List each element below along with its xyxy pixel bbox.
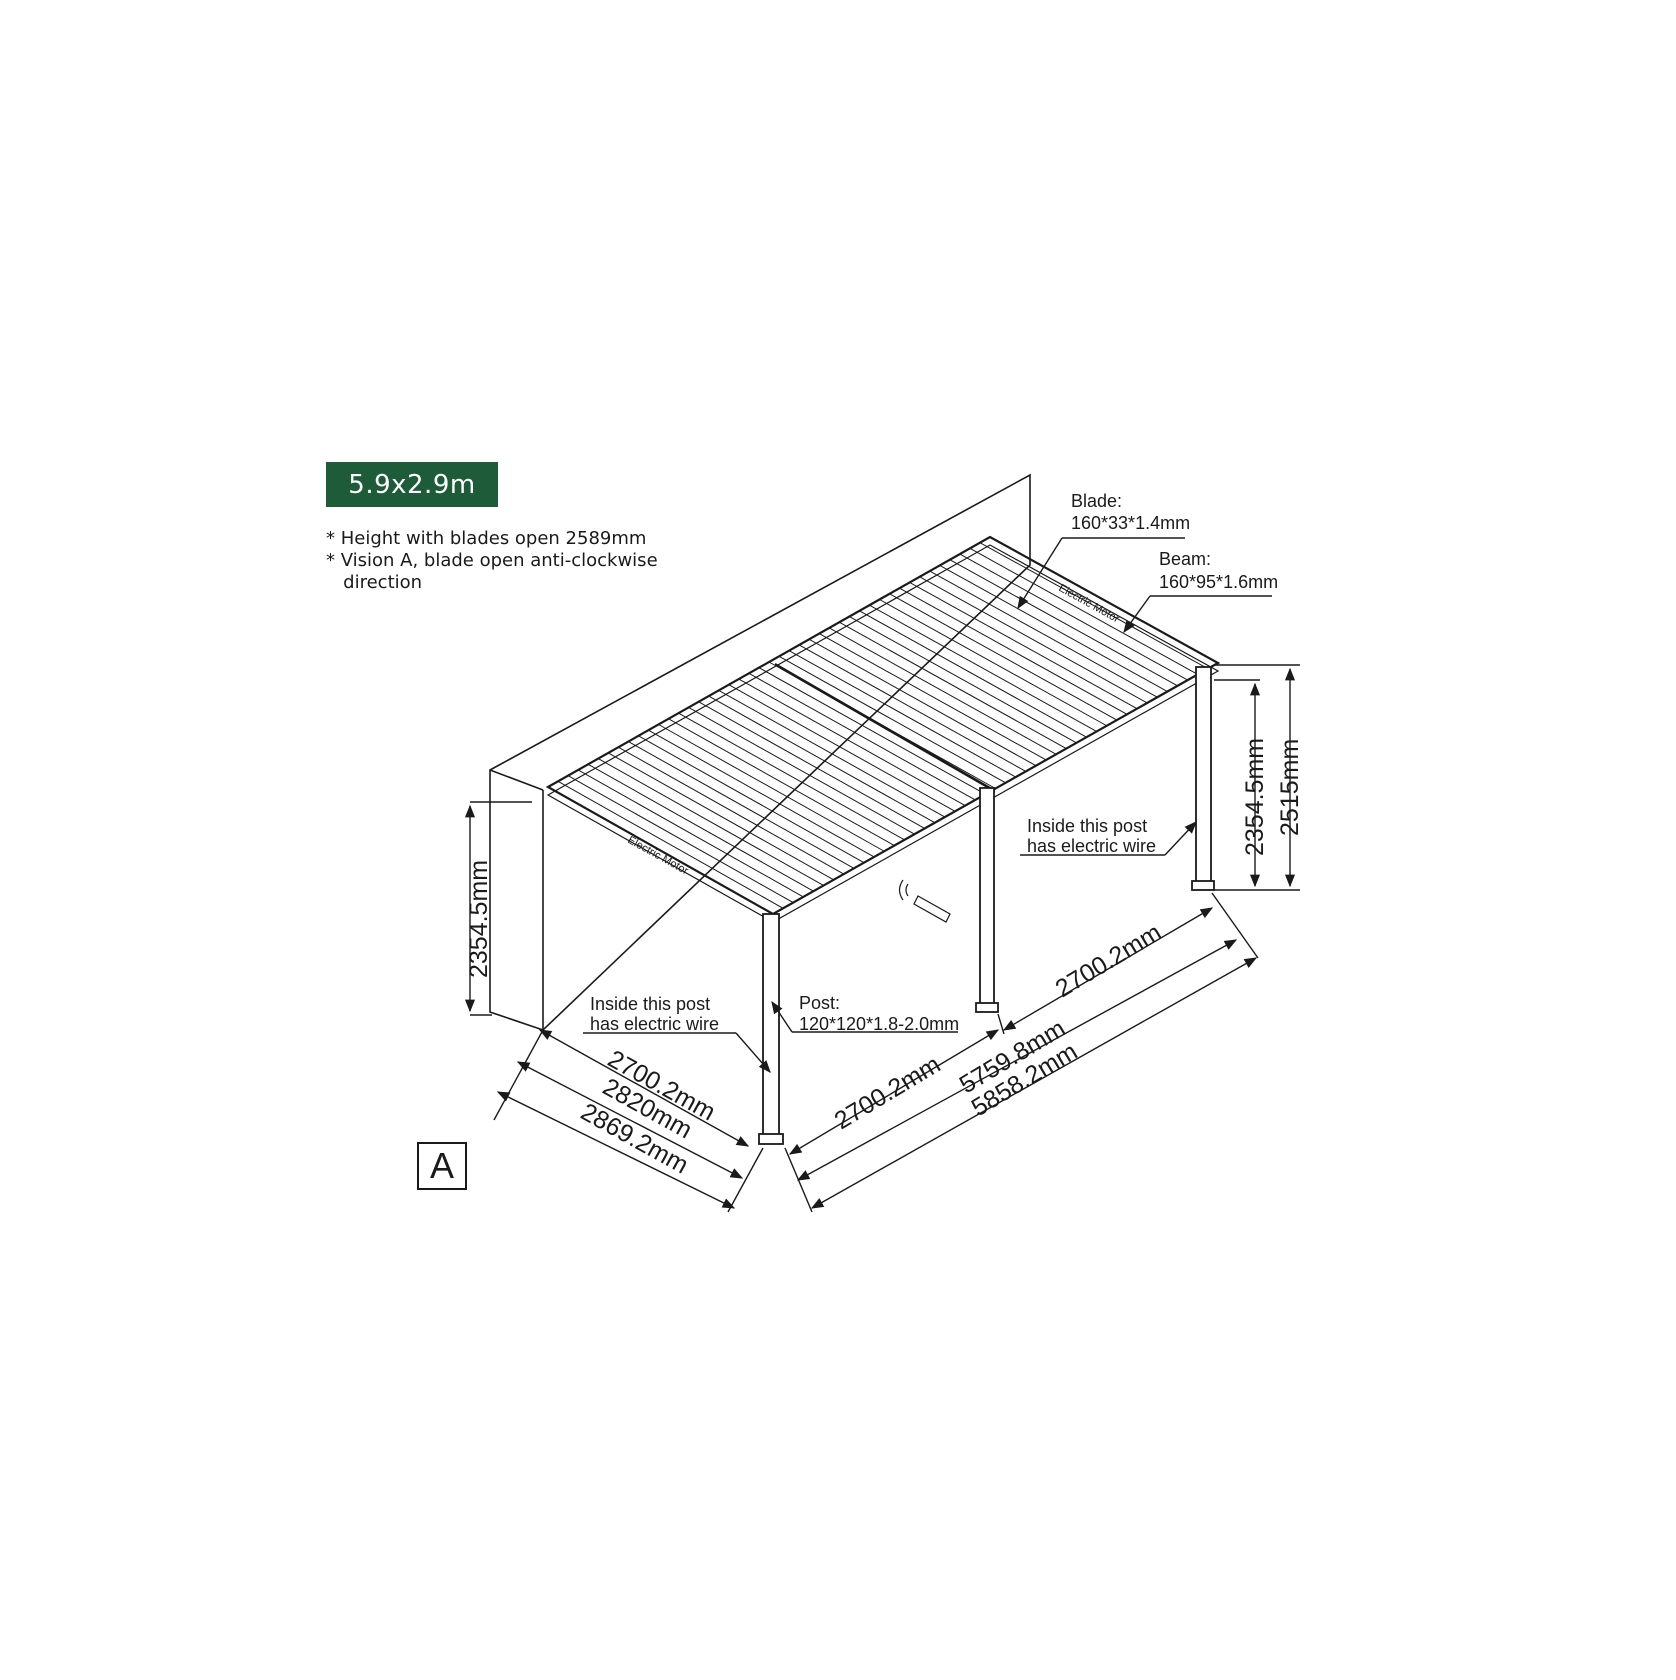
- note-line-1: * Height with blades open 2589mm: [326, 528, 647, 549]
- wire-back-line-1: Inside this post: [1027, 816, 1147, 836]
- roof-blade: [618, 746, 845, 875]
- roof-blade: [557, 780, 784, 909]
- post-label: Post:: [799, 993, 840, 1013]
- roof-blade: [577, 769, 804, 898]
- roof-blade: [648, 729, 875, 858]
- roof-blade: [929, 570, 1158, 698]
- roof-blade: [668, 718, 895, 846]
- roof-blade: [608, 752, 834, 881]
- roof-blade: [778, 655, 1006, 784]
- beam-spec: 160*95*1.6mm: [1159, 572, 1278, 592]
- beam-label: Beam:: [1159, 549, 1211, 569]
- roof-blade: [708, 695, 936, 824]
- roof-blade: [748, 672, 976, 801]
- beam-leader: [1123, 595, 1151, 634]
- roof-blade: [567, 775, 794, 904]
- roof-blade: [879, 599, 1107, 727]
- post-front: [758, 913, 784, 1145]
- roof-blade: [818, 633, 1047, 761]
- roof-blade: [889, 593, 1118, 721]
- wire-front-line-1: Inside this post: [590, 994, 710, 1014]
- blade-spec: 160*33*1.4mm: [1071, 513, 1190, 533]
- view-label-box: A: [417, 1142, 467, 1190]
- roof-blade: [969, 547, 1199, 675]
- roof-blade: [919, 576, 1148, 704]
- blade-leader: [1017, 537, 1063, 610]
- wire-back-leader: [1164, 821, 1197, 856]
- roof-blade: [688, 707, 915, 835]
- roof-blade: [678, 712, 905, 841]
- dimension-lines: [464, 664, 1300, 1213]
- post-middle: [975, 787, 999, 1013]
- blade-label: Blade:: [1071, 491, 1122, 511]
- back-wall: [489, 473, 1031, 1031]
- roof-blade: [899, 587, 1128, 715]
- roof-blade: [758, 667, 986, 795]
- notes: * Height with blades open 2589mm * Visio…: [326, 528, 658, 594]
- roof-frame: [545, 535, 1221, 923]
- roof-blade: [849, 616, 1077, 744]
- note-line-2: * Vision A, blade open anti-clockwise: [326, 550, 658, 571]
- roof-blade: [798, 644, 1027, 772]
- note-line-3: direction: [326, 572, 423, 593]
- roof-blade: [869, 604, 1097, 732]
- roof-blades: [557, 542, 1209, 909]
- roof-blade: [839, 621, 1067, 750]
- wire-front-line-2: has electric wire: [590, 1014, 719, 1034]
- roof-blade: [718, 689, 946, 818]
- roof-blade: [628, 741, 855, 869]
- post-back: [1191, 666, 1215, 891]
- post-leader: [771, 1000, 793, 1033]
- roof-blade: [658, 724, 885, 852]
- roof-blade: [698, 701, 925, 829]
- roof-blade: [949, 559, 1178, 687]
- roof-blade: [788, 650, 1016, 778]
- remote-control-icon: [898, 879, 951, 923]
- dim-height-right-outer: 2515mm: [1276, 739, 1304, 836]
- roof-blade: [859, 610, 1087, 738]
- dim-height-left: 2354.5mm: [465, 860, 493, 978]
- post-spec: 120*120*1.8-2.0mm: [799, 1014, 959, 1034]
- dim-length-front-bay: 2700.2mm: [830, 1050, 946, 1135]
- roof-blade: [979, 542, 1209, 670]
- roof-blade: [808, 638, 1037, 767]
- roof-blade: [728, 684, 956, 812]
- roof-blade: [597, 758, 824, 886]
- dim-length-back-bay: 2700.2mm: [1051, 918, 1167, 1003]
- wire-back-line-2: has electric wire: [1027, 836, 1156, 856]
- roof-blade: [738, 678, 966, 807]
- roof-blade: [829, 627, 1057, 755]
- roof-blade: [909, 582, 1138, 710]
- roof-blade: [959, 553, 1188, 681]
- dim-height-right-inner: 2354.5mm: [1241, 738, 1269, 856]
- roof-blade: [587, 763, 814, 892]
- roof-blade: [638, 735, 865, 864]
- roof-blade: [939, 564, 1168, 692]
- size-badge: 5.9x2.9m: [326, 462, 498, 507]
